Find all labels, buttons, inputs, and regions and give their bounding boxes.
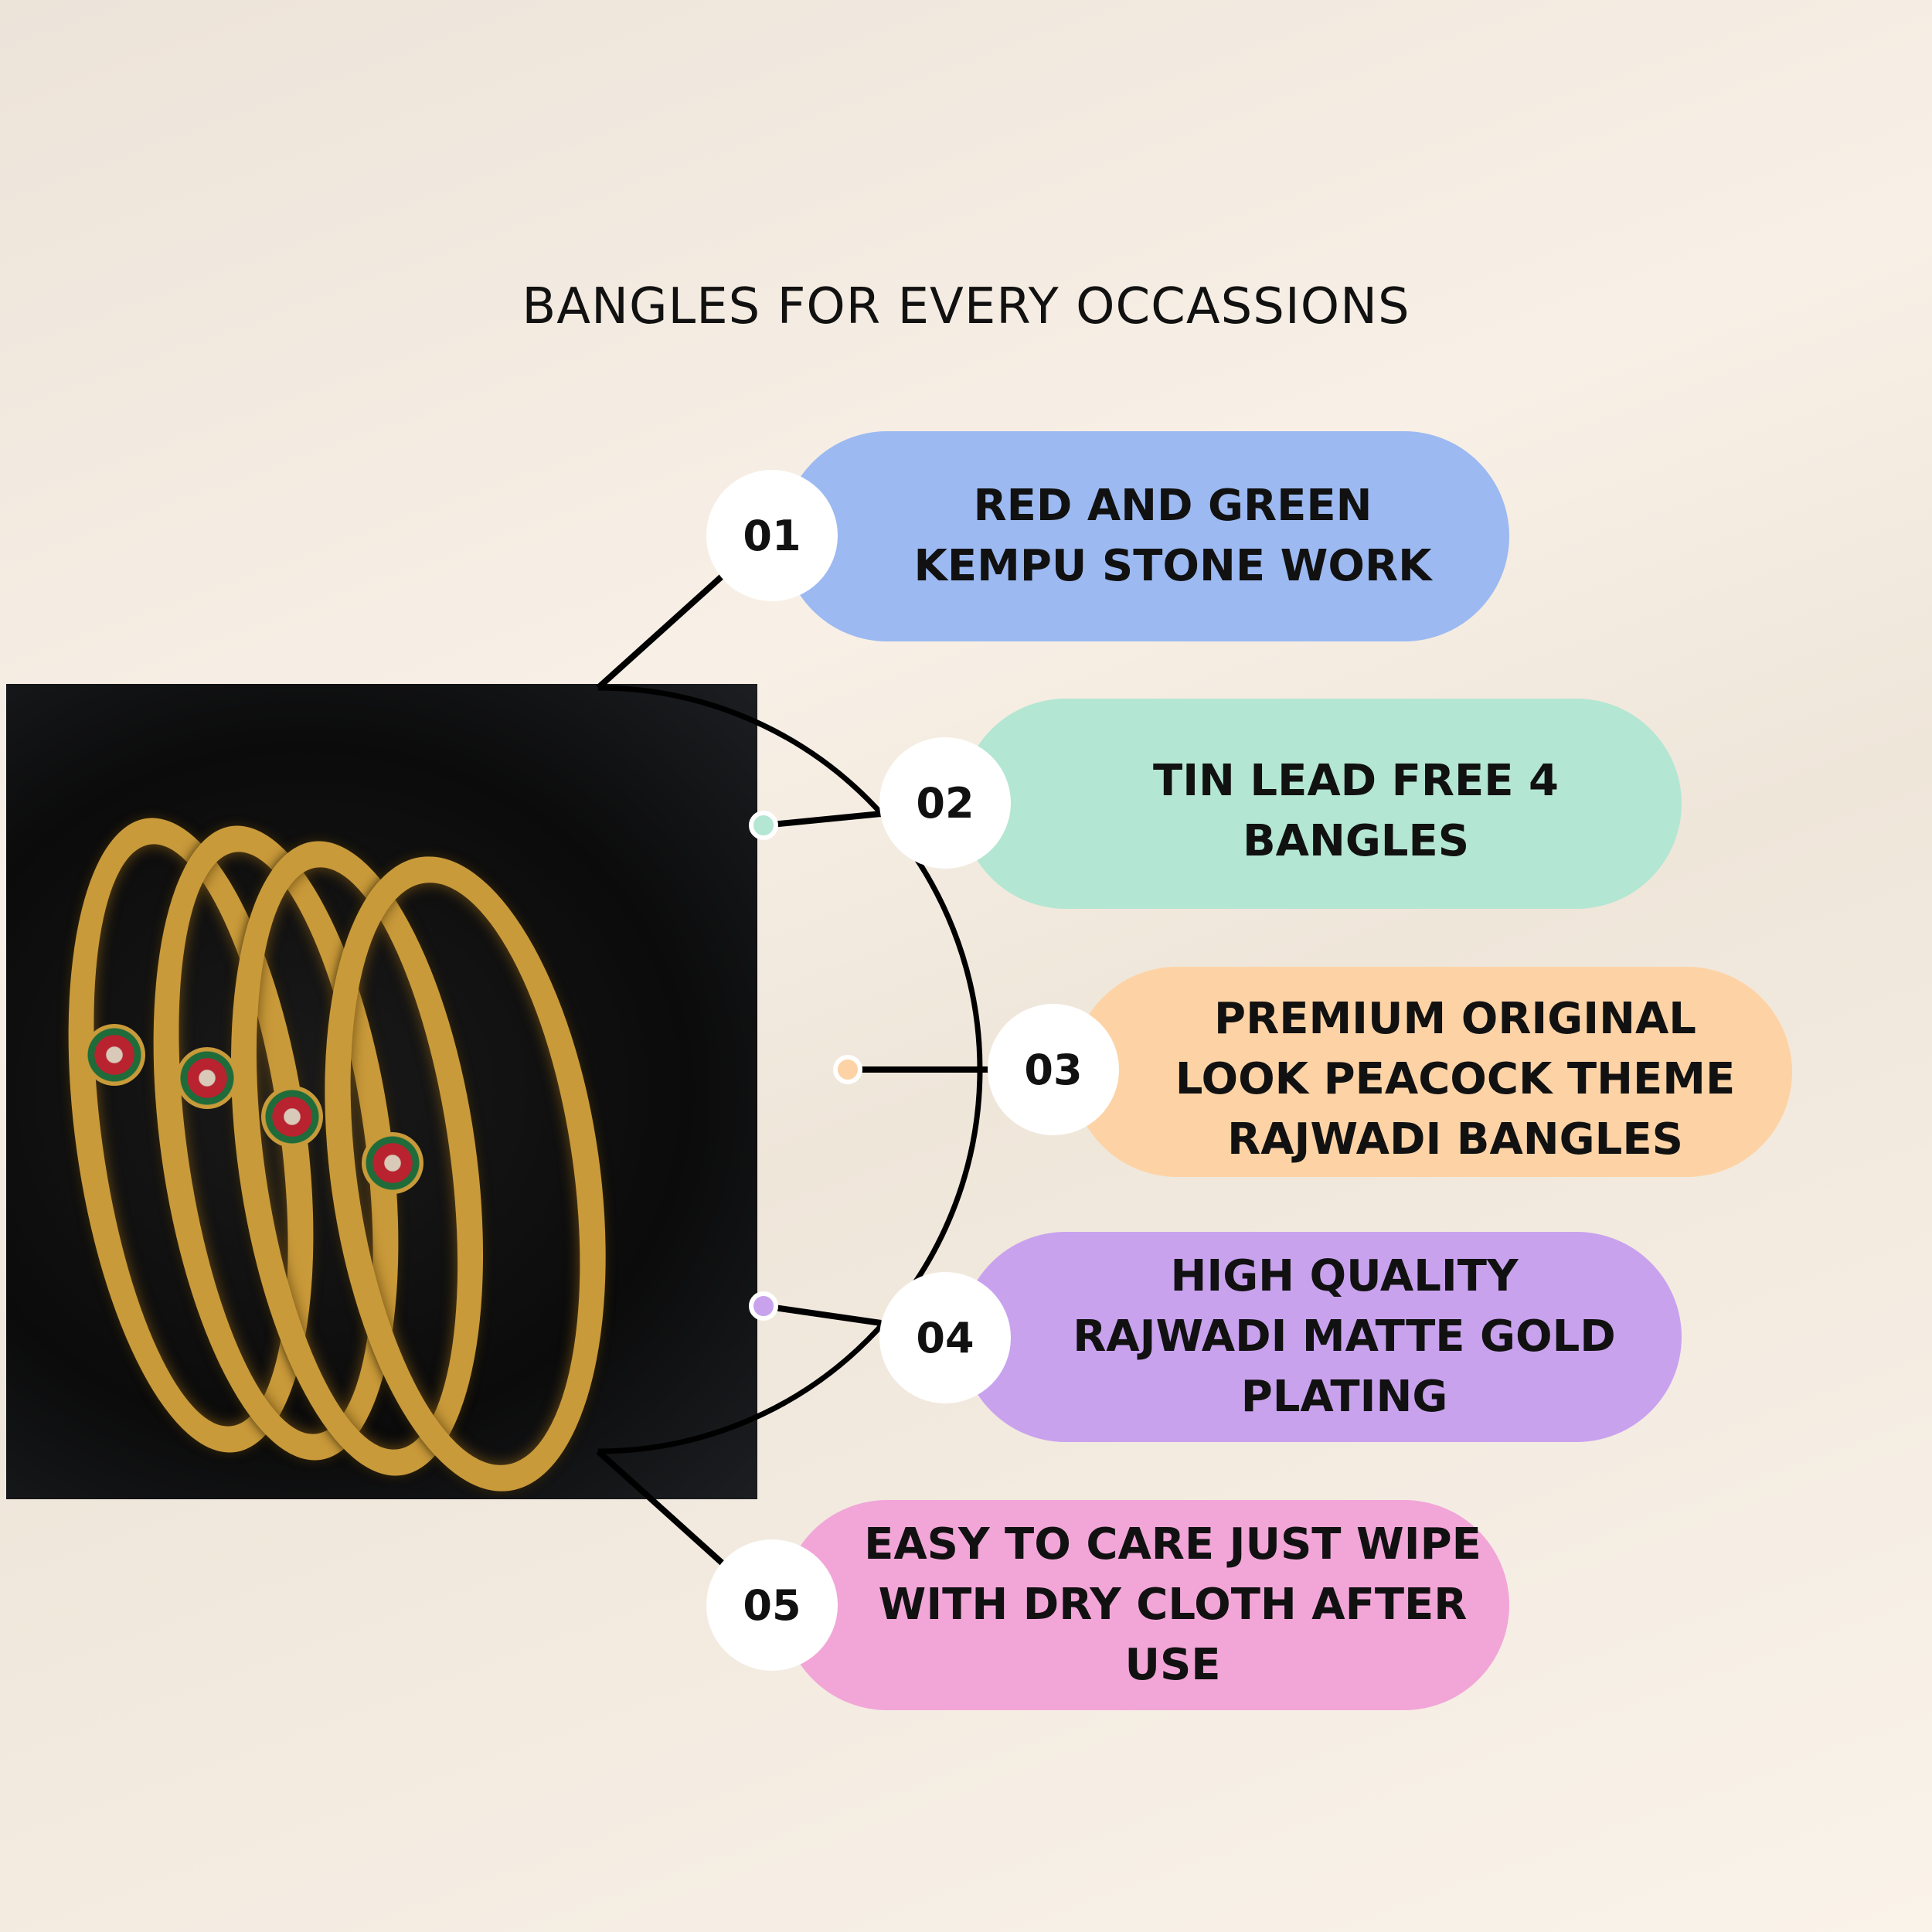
bangles-photo [6,684,757,1499]
feature-pill-1: RED AND GREEN KEMPU STONE WORK [782,431,1509,641]
page-title: BANGLES FOR EVERY OCCASSIONS [522,278,1410,335]
feature-number-4: 04 [879,1272,1011,1403]
feature-pill-2: TIN LEAD FREE 4 BANGLES [961,699,1682,909]
feature-pill-3: PREMIUM ORIGINAL LOOK PEACOCK THEME RAJW… [1072,967,1792,1177]
feature-number-2: 02 [879,737,1011,869]
feature-pill-5: EASY TO CARE JUST WIPE WITH DRY CLOTH AF… [782,1500,1509,1710]
feature-number-1: 01 [706,470,838,601]
feature-pill-4: HIGH QUALITY RAJWADI MATTE GOLD PLATING [961,1232,1682,1442]
feature-number-5: 05 [706,1539,838,1671]
feature-number-3: 03 [988,1004,1119,1135]
